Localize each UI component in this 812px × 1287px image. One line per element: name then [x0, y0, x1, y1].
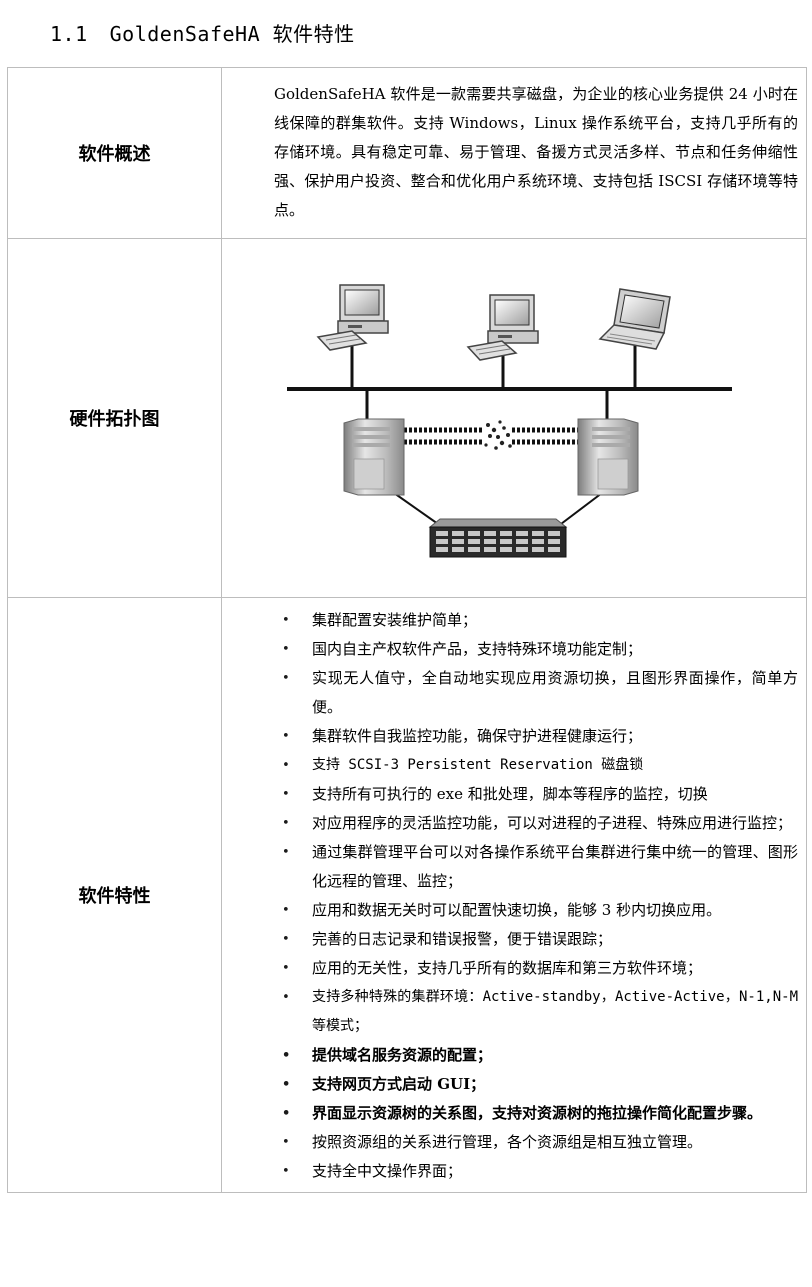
feature-item: •支持 SCSI-3 Persistent Reservation 磁盘锁 — [274, 751, 798, 780]
laptop-icon — [598, 288, 671, 350]
desktop-computer-icon — [316, 284, 389, 351]
bullet-icon: • — [282, 1106, 291, 1121]
feature-item: •应用和数据无关时可以配置快速切换，能够 3 秒内切换应用。 — [274, 896, 798, 925]
features-cell: •集群配置安装维护简单； •国内自主产权软件产品，支持特殊环境功能定制； •实现… — [221, 597, 807, 1193]
bullet-icon: • — [282, 932, 290, 947]
feature-item: •支持全中文操作界面； — [274, 1157, 798, 1186]
section-heading: 1.1 GoldenSafeHA 软件特性 — [50, 18, 355, 47]
bullet-icon: • — [282, 729, 290, 744]
bullet-icon: • — [282, 758, 290, 773]
overview-row: 软件概述 GoldenSafeHA 软件是一款需要共享磁盘，为企业的核心业务提供… — [7, 67, 807, 239]
section-number: 1.1 — [50, 22, 88, 46]
section-title: GoldenSafeHA 软件特性 — [109, 22, 355, 46]
feature-item: •实现无人值守，全自动地实现应用资源切换，且图形界面操作，简单方便。 — [274, 664, 798, 722]
heartbeat-break-icon — [484, 420, 512, 450]
feature-item: •集群配置安装维护简单； — [274, 606, 798, 635]
bullet-icon: • — [282, 1135, 290, 1150]
feature-item: •提供域名服务资源的配置； — [274, 1041, 798, 1070]
bullet-icon: • — [282, 671, 290, 686]
overview-label: 软件概述 — [7, 67, 222, 239]
feature-item: •集群软件自我监控功能，确保守护进程健康运行； — [274, 722, 798, 751]
feature-item: •按照资源组的关系进行管理，各个资源组是相互独立管理。 — [274, 1128, 798, 1157]
features-label: 软件特性 — [7, 597, 222, 1193]
bullet-icon: • — [282, 1164, 290, 1179]
bullet-icon: • — [282, 816, 290, 831]
feature-item: •应用的无关性，支持几乎所有的数据库和第三方软件环境； — [274, 954, 798, 983]
topology-row: 硬件拓扑图 — [7, 238, 807, 598]
desktop-computer-icon — [466, 294, 539, 361]
bullet-icon: • — [282, 845, 290, 860]
storage-array-icon — [428, 518, 568, 558]
feature-item: •通过集群管理平台可以对各操作系统平台集群进行集中统一的管理、图形化远程的管理、… — [274, 838, 798, 896]
bullet-icon: • — [282, 613, 290, 628]
features-row: 软件特性 •集群配置安装维护简单； •国内自主产权软件产品，支持特殊环境功能定制… — [7, 597, 807, 1193]
bullet-icon: • — [282, 903, 290, 918]
bullet-icon: • — [282, 1048, 291, 1063]
topology-diagram — [287, 284, 732, 558]
bullet-icon: • — [282, 990, 290, 1005]
features-list: •集群配置安装维护简单； •国内自主产权软件产品，支持特殊环境功能定制； •实现… — [274, 606, 798, 1186]
bullet-icon: • — [282, 1077, 291, 1092]
topology-label: 硬件拓扑图 — [7, 238, 222, 598]
feature-item: •国内自主产权软件产品，支持特殊环境功能定制； — [274, 635, 798, 664]
feature-item: •完善的日志记录和错误报警，便于错误跟踪； — [274, 925, 798, 954]
bullet-icon: • — [282, 642, 290, 657]
feature-item: •支持多种特殊的集群环境：Active-standby，Active-Activ… — [274, 983, 798, 1041]
bullet-icon: • — [282, 961, 290, 976]
bullet-icon: • — [282, 787, 290, 802]
feature-item: •对应用程序的灵活监控功能，可以对进程的子进程、特殊应用进行监控； — [274, 809, 798, 838]
feature-item: •支持所有可执行的 exe 和批处理，脚本等程序的监控，切换 — [274, 780, 798, 809]
server-tower-icon — [577, 418, 639, 496]
storage-link-line — [556, 492, 603, 528]
feature-item: •界面显示资源树的关系图，支持对资源树的拖拉操作简化配置步骤。 — [274, 1099, 798, 1128]
topology-diagram-cell — [221, 238, 807, 598]
feature-table: 软件概述 GoldenSafeHA 软件是一款需要共享磁盘，为企业的核心业务提供… — [7, 67, 807, 1193]
feature-item: •支持网页方式启动 GUI； — [274, 1070, 798, 1099]
overview-text: GoldenSafeHA 软件是一款需要共享磁盘，为企业的核心业务提供 24 小… — [221, 67, 807, 239]
server-tower-icon — [343, 418, 405, 496]
